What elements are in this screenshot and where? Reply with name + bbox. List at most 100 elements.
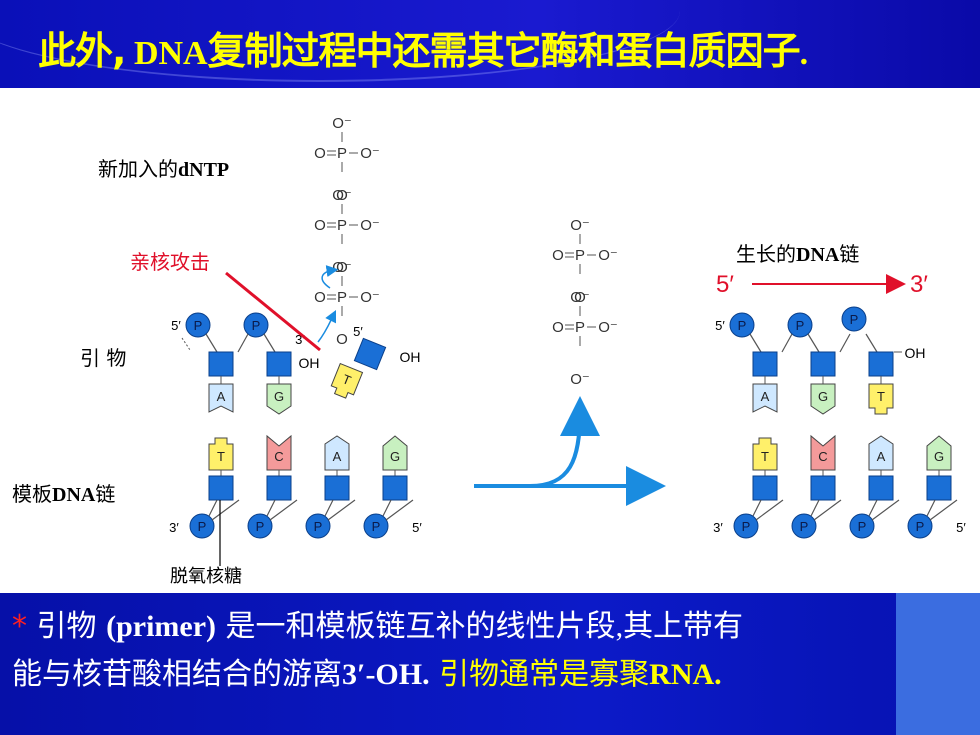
- left-bottom-base-2: [324, 435, 350, 471]
- attack-curve-arrow-1: [321, 265, 339, 289]
- title-dna: DNA: [125, 35, 208, 72]
- left-bottom-phosphate-2-letter: P: [314, 519, 323, 534]
- right-top-sugar-1: [810, 351, 836, 377]
- right-top-base-0-letter: A: [761, 389, 770, 404]
- incoming-sugar: [353, 337, 387, 371]
- right-bottom-link-0: [755, 499, 784, 521]
- left-top-base-1-letter: G: [274, 389, 284, 404]
- left-bottom-base-0: [208, 437, 234, 471]
- ppi-phosphate-1-o-minus-right: O⁻: [598, 247, 618, 264]
- footnote-panel: * 引物 (primer) 是一和模板链互补的线性片段,其上带有 能与核苷酸相结…: [0, 593, 980, 735]
- right-bottom-phosphate-2: [849, 513, 875, 539]
- primer-3prime: 3′: [295, 332, 305, 347]
- title-part3: 复制过程中还需其它酶和蛋白质因子: [207, 29, 801, 73]
- nucleophilic-attack-label: 亲核攻击: [130, 250, 210, 274]
- left-top-bond-0: [205, 333, 218, 353]
- right-bottom-link-1: [813, 499, 842, 521]
- right-top-sugar-2: [868, 351, 894, 377]
- left-bottom-phosphate-3-letter: P: [372, 519, 381, 534]
- dntp-phosphate-alpha-o-minus-right: O⁻: [360, 289, 380, 306]
- left-top-sugar-0: [208, 351, 234, 377]
- right-top-phosphate-2-letter: P: [850, 312, 859, 327]
- right-3oh: OH: [905, 345, 926, 361]
- dntp-phosphate-alpha-o-double: O: [314, 289, 326, 306]
- left-bottom-link-2: [327, 499, 356, 521]
- left-bottom-3prime: 3′: [169, 520, 179, 535]
- title-period: .: [799, 35, 809, 72]
- dntp-bridge-o-2: O: [336, 259, 348, 276]
- dntp-phosphate-alpha-p-atom: P: [337, 289, 347, 306]
- dntp-phosphate-gamma-o-double: O: [314, 145, 326, 162]
- left-bottom-link-1: [269, 499, 298, 521]
- ppi-phosphate-1-o-double: O: [552, 247, 564, 264]
- right-bottom-base-3-letter: G: [934, 449, 944, 464]
- left-bottom-bond-3: [381, 499, 392, 519]
- right-bottom-link-3: [929, 499, 958, 521]
- left-top-link-1: [237, 333, 249, 353]
- left-bottom-phosphate-0-letter: P: [198, 519, 207, 534]
- right-top-link-1: [781, 333, 793, 353]
- deoxyribose-label: 脱氧核糖: [170, 566, 242, 587]
- dntp-phosphate-beta-o-minus-top: O⁻: [332, 187, 352, 204]
- dntp-phosphate-beta-o-minus-right: O⁻: [360, 217, 380, 234]
- new-dntp-label: 新加入的dNTP: [98, 157, 230, 181]
- right-bottom-phosphate-3: [907, 513, 933, 539]
- title-part1: 此外: [38, 29, 113, 73]
- right-bottom-base-0-letter: T: [761, 449, 769, 464]
- right-bottom-sugar-1: [810, 475, 836, 501]
- right-top-bond-1: [807, 333, 820, 353]
- ppi-o-minus-bottom: O⁻: [570, 371, 590, 388]
- header-swoosh-decoration: [0, 0, 680, 82]
- right-top-5prime: 5′: [715, 318, 725, 333]
- right-top-base-2-letter: T: [877, 389, 885, 404]
- right-bottom-sugar-0: [752, 475, 778, 501]
- left-bottom-base-3: [382, 435, 408, 471]
- right-bottom-bond-3: [925, 499, 936, 519]
- primer-label: 引 物: [80, 346, 127, 370]
- left-bottom-sugar-1: [266, 475, 292, 501]
- dntp-5prime: 5′: [353, 324, 363, 339]
- left-top-start-bond: [181, 337, 191, 351]
- left-bottom-base-0-letter: T: [217, 449, 225, 464]
- right-top-base-2: [868, 383, 894, 415]
- right-bottom-phosphate-1: [791, 513, 817, 539]
- left-top-base-0-letter: A: [217, 389, 226, 404]
- right-top-phosphate-2: [841, 306, 867, 332]
- left-top-phosphate-1: [243, 312, 269, 338]
- right-top-sugar-0: [752, 351, 778, 377]
- right-top-base-0: [752, 383, 778, 413]
- template-strand-label: 模板DNA链: [12, 482, 116, 506]
- right-top-base-1: [810, 383, 836, 415]
- right-bottom-base-2: [868, 435, 894, 471]
- left-bottom-bond-0: [207, 499, 218, 519]
- left-bottom-sugar-0: [208, 475, 234, 501]
- pyrophosphate-release-arrow: [529, 396, 600, 488]
- left-bottom-bond-2: [323, 499, 334, 519]
- growth-5prime-label: 5′: [716, 271, 734, 298]
- right-bottom-base-1-letter: C: [818, 449, 827, 464]
- growing-chain-label: 生长的DNA链: [736, 242, 860, 266]
- right-bottom-phosphate-1-letter: P: [800, 519, 809, 534]
- right-top-phosphate-0-letter: P: [738, 318, 747, 333]
- left-top-sugar-1: [266, 351, 292, 377]
- right-bottom-bond-2: [867, 499, 878, 519]
- left-bottom-base-3-letter: G: [390, 449, 400, 464]
- left-top-5prime: 5′: [171, 318, 181, 333]
- right-top-phosphate-1: [787, 312, 813, 338]
- slide-title: 此外, DNA复制过程中还需其它酶和蛋白质因子.: [38, 20, 808, 75]
- left-bottom-5prime: 5′: [412, 520, 422, 535]
- right-bottom-link-2: [871, 499, 900, 521]
- dntp-phosphate-alpha-o-minus-top: O⁻: [332, 259, 352, 276]
- ppi-phosphate-2-o-minus-top: O⁻: [570, 289, 590, 306]
- right-bottom-bond-1: [809, 499, 820, 519]
- left-bottom-sugar-3: [382, 475, 408, 501]
- footnote-line-2: 能与核苷酸相结合的游离3′-OH. 引物通常是寡聚RNA.: [12, 657, 722, 692]
- left-bottom-sugar-2: [324, 475, 350, 501]
- right-top-bond-2: [865, 333, 878, 353]
- left-top-phosphate-0-letter: P: [194, 318, 203, 333]
- right-top-link-2: [839, 333, 851, 353]
- dntp-bridge-o-1: O: [336, 187, 348, 204]
